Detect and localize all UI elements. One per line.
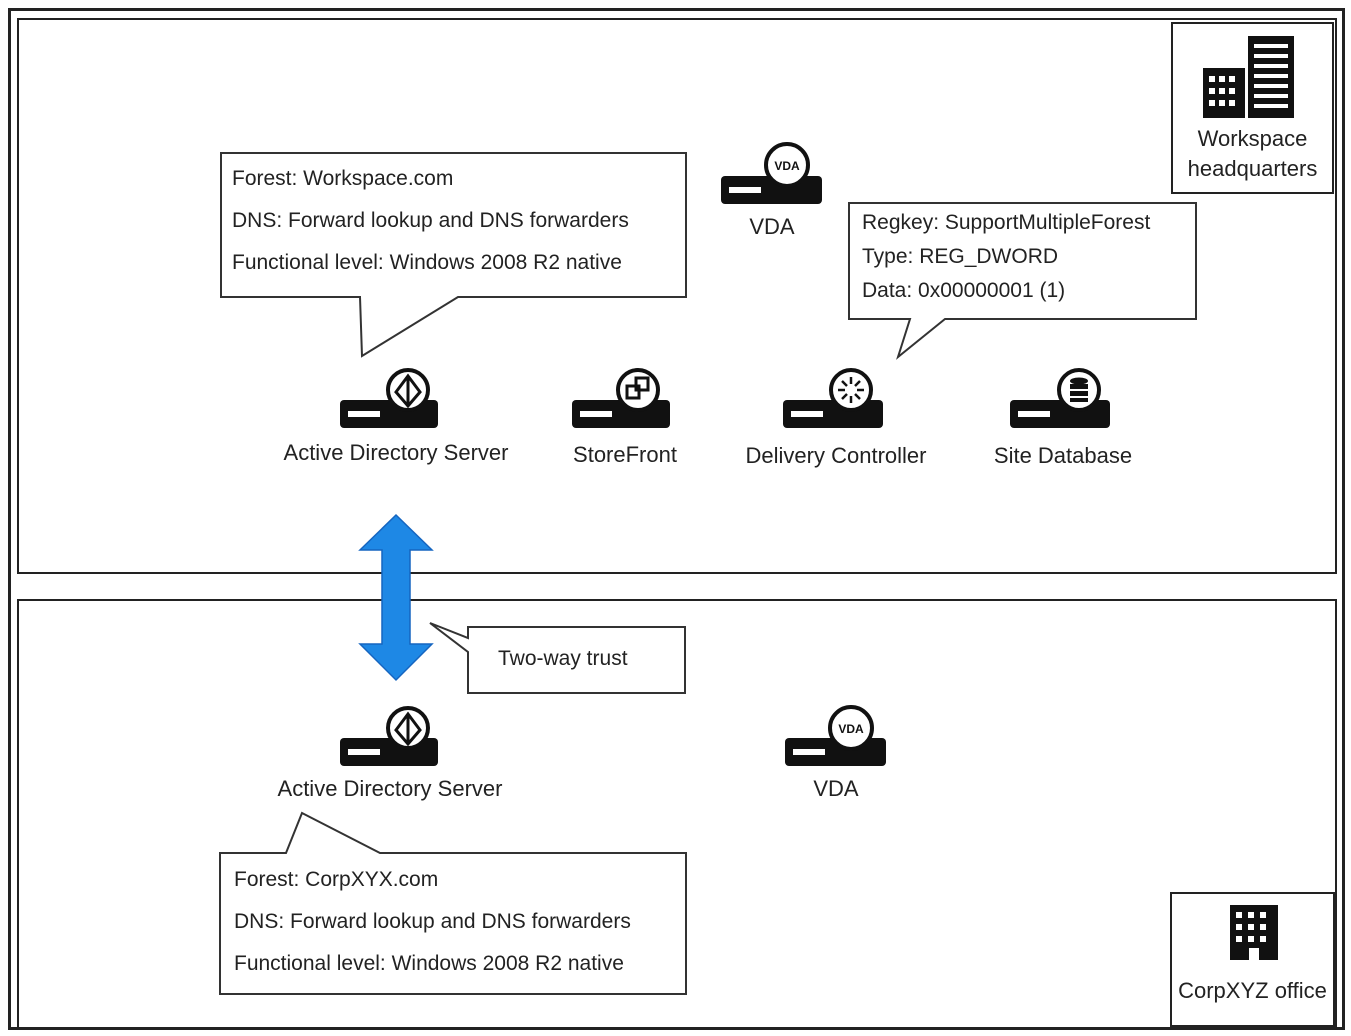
site-database-label: Site Database <box>993 443 1133 468</box>
vda-top-badge: VDA <box>774 159 800 173</box>
trust-callout-shape <box>429 622 686 694</box>
regkey-type: Type: REG_DWORD <box>862 245 1059 268</box>
ad-bottom-dns: DNS: Forward lookup and DNS forwarders <box>234 910 631 933</box>
regkey-name: Regkey: SupportMultipleForest <box>862 211 1151 234</box>
vda-bottom-badge: VDA <box>838 722 864 736</box>
ad-server-bottom-icon <box>340 706 438 766</box>
vda-bottom-label: VDA <box>813 776 859 801</box>
two-way-trust-arrow <box>358 513 434 682</box>
delivery-controller-server-icon <box>783 368 883 428</box>
ad-server-bottom-label: Active Directory Server <box>277 776 503 801</box>
headquarters-label-box: Workspace headquarters <box>1171 22 1334 194</box>
vda-top-label: VDA <box>749 214 795 239</box>
corpxyz-label-box: CorpXYZ office <box>1170 892 1335 1027</box>
ad-callout-bottom-shape <box>219 811 687 995</box>
vda-top-server-icon: VDA <box>721 142 822 204</box>
regkey-callout-shape <box>848 202 1197 360</box>
storefront-server-icon <box>572 368 670 428</box>
corpxyz-name: CorpXYZ office <box>1178 978 1327 1003</box>
site-database-server-icon <box>1010 368 1110 428</box>
regkey-data: Data: 0x00000001 (1) <box>862 279 1066 302</box>
two-way-trust-label: Two-way trust <box>498 647 628 670</box>
storefront-label: StoreFront <box>573 442 677 467</box>
delivery-controller-label: Delivery Controller <box>745 443 927 468</box>
headquarters-name-line1: Workspace <box>1197 126 1308 151</box>
ad-top-dns: DNS: Forward lookup and DNS forwarders <box>232 209 629 232</box>
ad-callout-top-shape <box>220 152 687 358</box>
ad-top-functional-level: Functional level: Windows 2008 R2 native <box>232 251 622 274</box>
vda-bottom-server-icon: VDA <box>785 705 886 766</box>
ad-bottom-forest: Forest: CorpXYX.com <box>234 868 439 891</box>
headquarters-name-line2: headquarters <box>1187 156 1318 181</box>
ad-server-top-icon <box>340 368 438 428</box>
ad-bottom-functional-level: Functional level: Windows 2008 R2 native <box>234 952 624 975</box>
ad-top-forest: Forest: Workspace.com <box>232 167 454 190</box>
ad-server-top-label: Active Directory Server <box>283 440 509 465</box>
